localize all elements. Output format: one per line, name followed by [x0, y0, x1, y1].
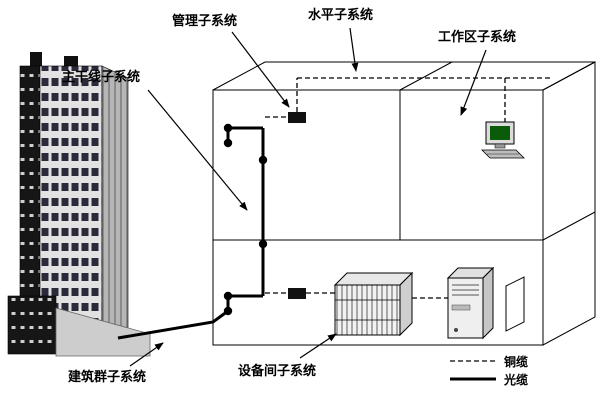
- floor-structure-wireframe: [212, 61, 596, 346]
- building-roof-block: [64, 56, 78, 68]
- network-device-icon: [288, 288, 306, 299]
- monitor-screen: [490, 126, 510, 140]
- management-arrow: [231, 31, 290, 108]
- campus-arrow: [129, 342, 164, 367]
- server-tower-icon: [446, 266, 495, 340]
- node-dot: [258, 155, 268, 165]
- patch-panel-rack-icon: [333, 271, 414, 337]
- server-drive-bay: [451, 304, 471, 311]
- legend-copper-label: 铜缆: [504, 354, 528, 369]
- node-dot: [223, 306, 233, 316]
- equipment-room-arrow: [299, 333, 337, 359]
- label-horizontal-subsystem: 水平子系统: [308, 7, 373, 23]
- monitor-stand: [494, 143, 506, 149]
- node-dot: [223, 123, 233, 133]
- computer-workstation-icon: [481, 121, 525, 159]
- building-roof-block: [30, 52, 42, 68]
- backbone-arrow: [147, 89, 248, 211]
- node-dot: [223, 138, 233, 148]
- node-dot: [223, 291, 233, 301]
- label-management-subsystem: 管理子系统: [172, 13, 237, 29]
- partition-wall-top-edge: [399, 61, 453, 91]
- middle-floor-line-side: [542, 211, 596, 241]
- rack-top: [333, 272, 414, 286]
- building-icon: [7, 52, 151, 357]
- copper-cable-lines: [265, 77, 552, 299]
- node-dot: [258, 239, 268, 249]
- server-power-button: [454, 328, 458, 332]
- label-work-area-subsystem: 工作区子系统: [438, 29, 516, 45]
- rack-front: [334, 284, 401, 336]
- building-side-face: [101, 65, 129, 351]
- fiber-backbone-lines: [117, 126, 265, 340]
- horizontal-arrow: [349, 27, 359, 72]
- label-equipment-room-subsystem: 设备间子系统: [238, 363, 316, 379]
- label-backbone-subsystem: 主干线子系统: [62, 69, 140, 85]
- building-annex: [7, 295, 57, 355]
- label-campus-subsystem: 建筑群子系统: [68, 369, 146, 385]
- legend-fiber-label: 光缆: [503, 372, 528, 387]
- callout-arrows: [129, 27, 487, 367]
- work-area-arrow: [460, 49, 487, 116]
- legend: 铜缆 光缆: [450, 354, 528, 387]
- floor-top-face: [212, 61, 596, 91]
- network-device-icon: [288, 112, 306, 123]
- door-icon: [505, 276, 525, 332]
- floor-right-face: [542, 61, 596, 346]
- server-side: [482, 266, 494, 340]
- building-base: [55, 307, 151, 357]
- connection-nodes: [223, 123, 268, 316]
- campus-fiber-cable: [117, 309, 229, 340]
